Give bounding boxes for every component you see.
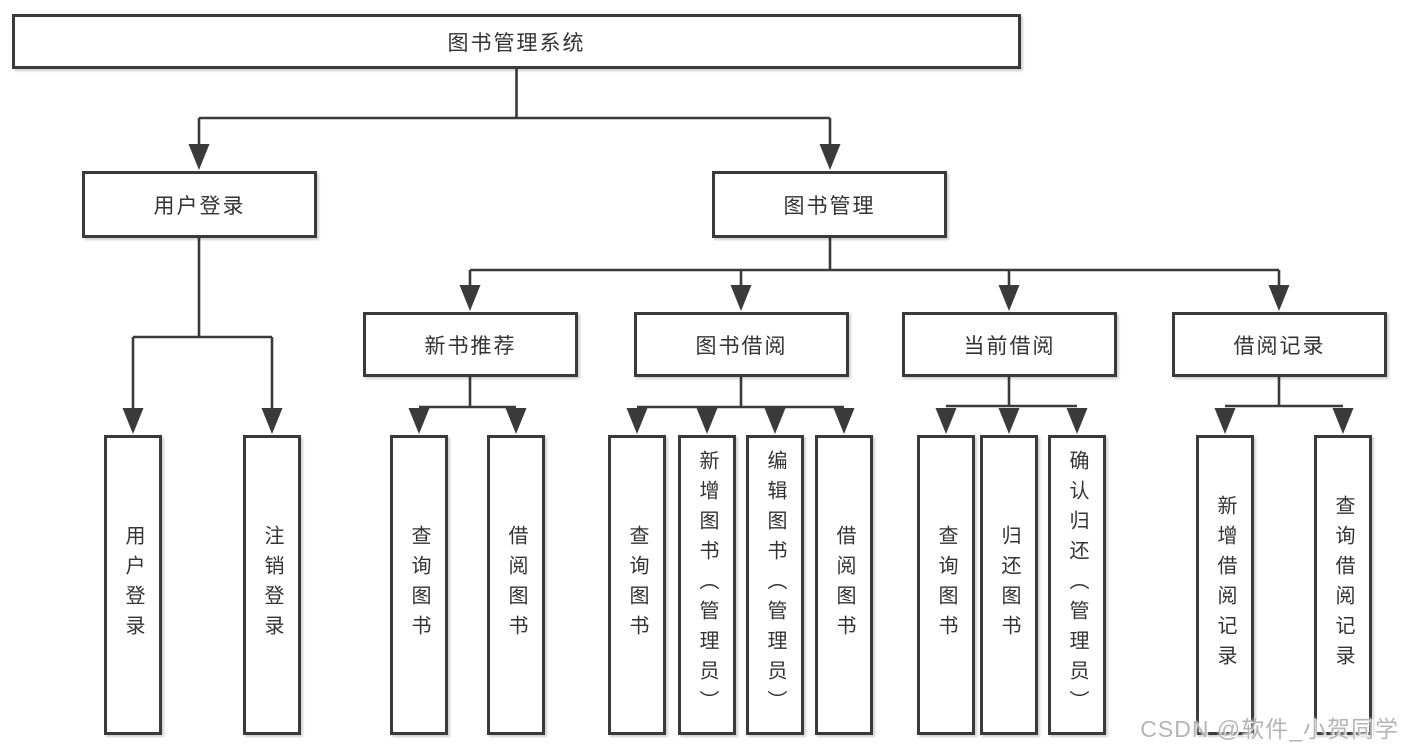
leaf-query-book-1-label: 查询图书 (408, 525, 430, 645)
leaf-borrow-book-2: 借阅图书 (815, 435, 873, 735)
leaf-edit-book-admin-label: 编辑图书（管理员） (764, 450, 786, 720)
leaf-logout-label: 注销登录 (261, 525, 283, 645)
leaf-logout: 注销登录 (243, 435, 301, 735)
node-user-login-label: 用户登录 (153, 194, 246, 218)
leaf-borrow-book-2-label: 借阅图书 (833, 525, 855, 645)
leaf-query-book-3-label: 查询图书 (935, 525, 957, 645)
node-book-management: 图书管理 (712, 171, 947, 238)
leaf-confirm-return-admin: 确认归还（管理员） (1048, 435, 1106, 735)
node-new-book-recommend-label: 新书推荐 (424, 334, 517, 358)
leaf-user-login: 用户登录 (104, 435, 162, 735)
leaf-borrow-book-1-label: 借阅图书 (505, 525, 527, 645)
leaf-add-book-admin-label: 新增图书（管理员） (696, 450, 718, 720)
leaf-add-borrow-record-label: 新增借阅记录 (1214, 495, 1236, 675)
node-user-login: 用户登录 (82, 171, 317, 238)
node-book-borrow: 图书借阅 (634, 312, 849, 377)
leaf-query-borrow-record-label: 查询借阅记录 (1332, 495, 1354, 675)
leaf-edit-book-admin: 编辑图书（管理员） (746, 435, 804, 735)
leaf-borrow-book-1: 借阅图书 (487, 435, 545, 735)
node-current-borrow-label: 当前借阅 (963, 334, 1056, 358)
leaf-query-book-1: 查询图书 (390, 435, 448, 735)
node-new-book-recommend: 新书推荐 (363, 312, 578, 377)
leaf-query-book-3: 查询图书 (917, 435, 975, 735)
leaf-return-book-label: 归还图书 (998, 525, 1020, 645)
leaf-add-borrow-record: 新增借阅记录 (1196, 435, 1254, 735)
leaf-user-login-label: 用户登录 (122, 525, 144, 645)
node-root-label: 图书管理系统 (447, 31, 586, 55)
node-borrow-records-label: 借阅记录 (1233, 334, 1326, 358)
csdn-watermark: CSDN @软件_小贺同学 (1140, 716, 1399, 742)
leaf-confirm-return-admin-label: 确认归还（管理员） (1066, 450, 1088, 720)
node-borrow-records: 借阅记录 (1172, 312, 1387, 377)
leaf-add-book-admin: 新增图书（管理员） (678, 435, 736, 735)
node-current-borrow: 当前借阅 (902, 312, 1117, 377)
node-book-borrow-label: 图书借阅 (695, 334, 788, 358)
leaf-query-book-2: 查询图书 (608, 435, 666, 735)
leaf-return-book: 归还图书 (980, 435, 1038, 735)
node-root: 图书管理系统 (12, 14, 1021, 69)
leaf-query-book-2-label: 查询图书 (626, 525, 648, 645)
node-book-management-label: 图书管理 (783, 194, 876, 218)
leaf-query-borrow-record: 查询借阅记录 (1314, 435, 1372, 735)
